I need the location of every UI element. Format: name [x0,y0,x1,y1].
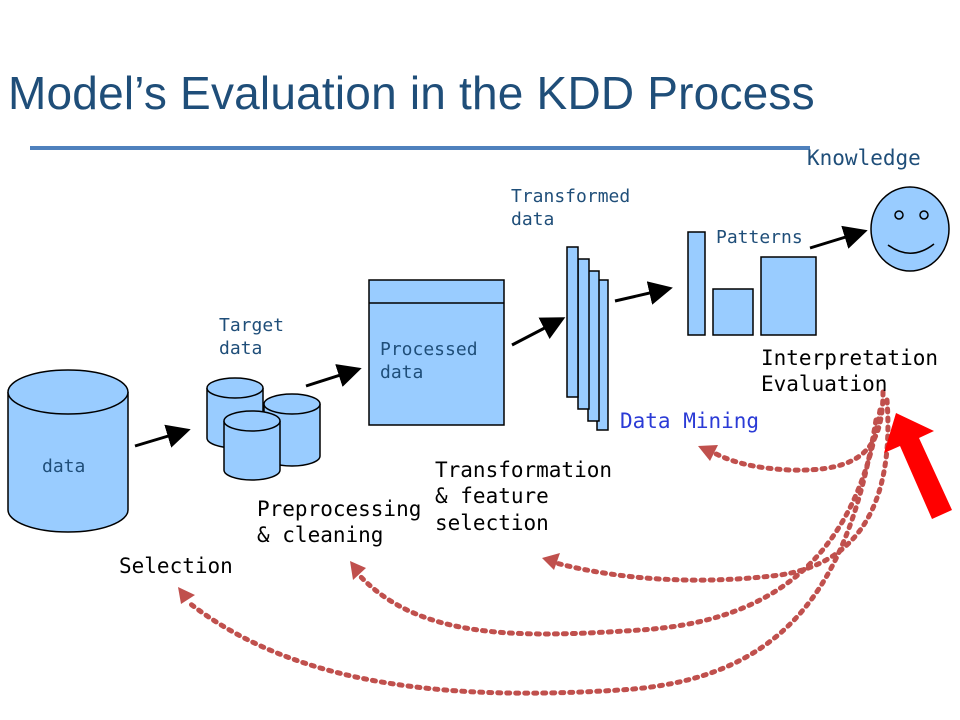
patterns-label: Patterns [716,227,803,248]
feedback-arrows [185,389,891,696]
process-arrows [134,225,868,448]
interpretation-label: Interpretation Evaluation [761,346,939,397]
target-data-cylinders [206,377,321,481]
processed-data-label: Processed data [380,339,478,383]
target-data-label: Target data [219,315,285,359]
data-mining-label: Data Mining [620,409,760,433]
big-red-arrow-icon [884,413,952,519]
preprocessing-label: Preprocessing & cleaning [257,497,422,548]
transformed-data-label: Transformed data [511,186,631,230]
title-underline [30,146,810,150]
transformed-data-stack [566,246,609,431]
data-label: data [42,456,86,477]
processed-data-box [368,279,505,426]
selection-label: Selection [119,554,233,578]
page-title: Model’s Evaluation in the KDD Process [8,67,815,119]
smiley-face-icon [870,186,950,272]
patterns-bars [687,231,817,336]
feedback-arrowheads [178,445,718,604]
data-cylinder [7,369,129,533]
transformation-label: Transformation & feature selection [435,458,613,535]
knowledge-label: Knowledge [807,146,921,170]
